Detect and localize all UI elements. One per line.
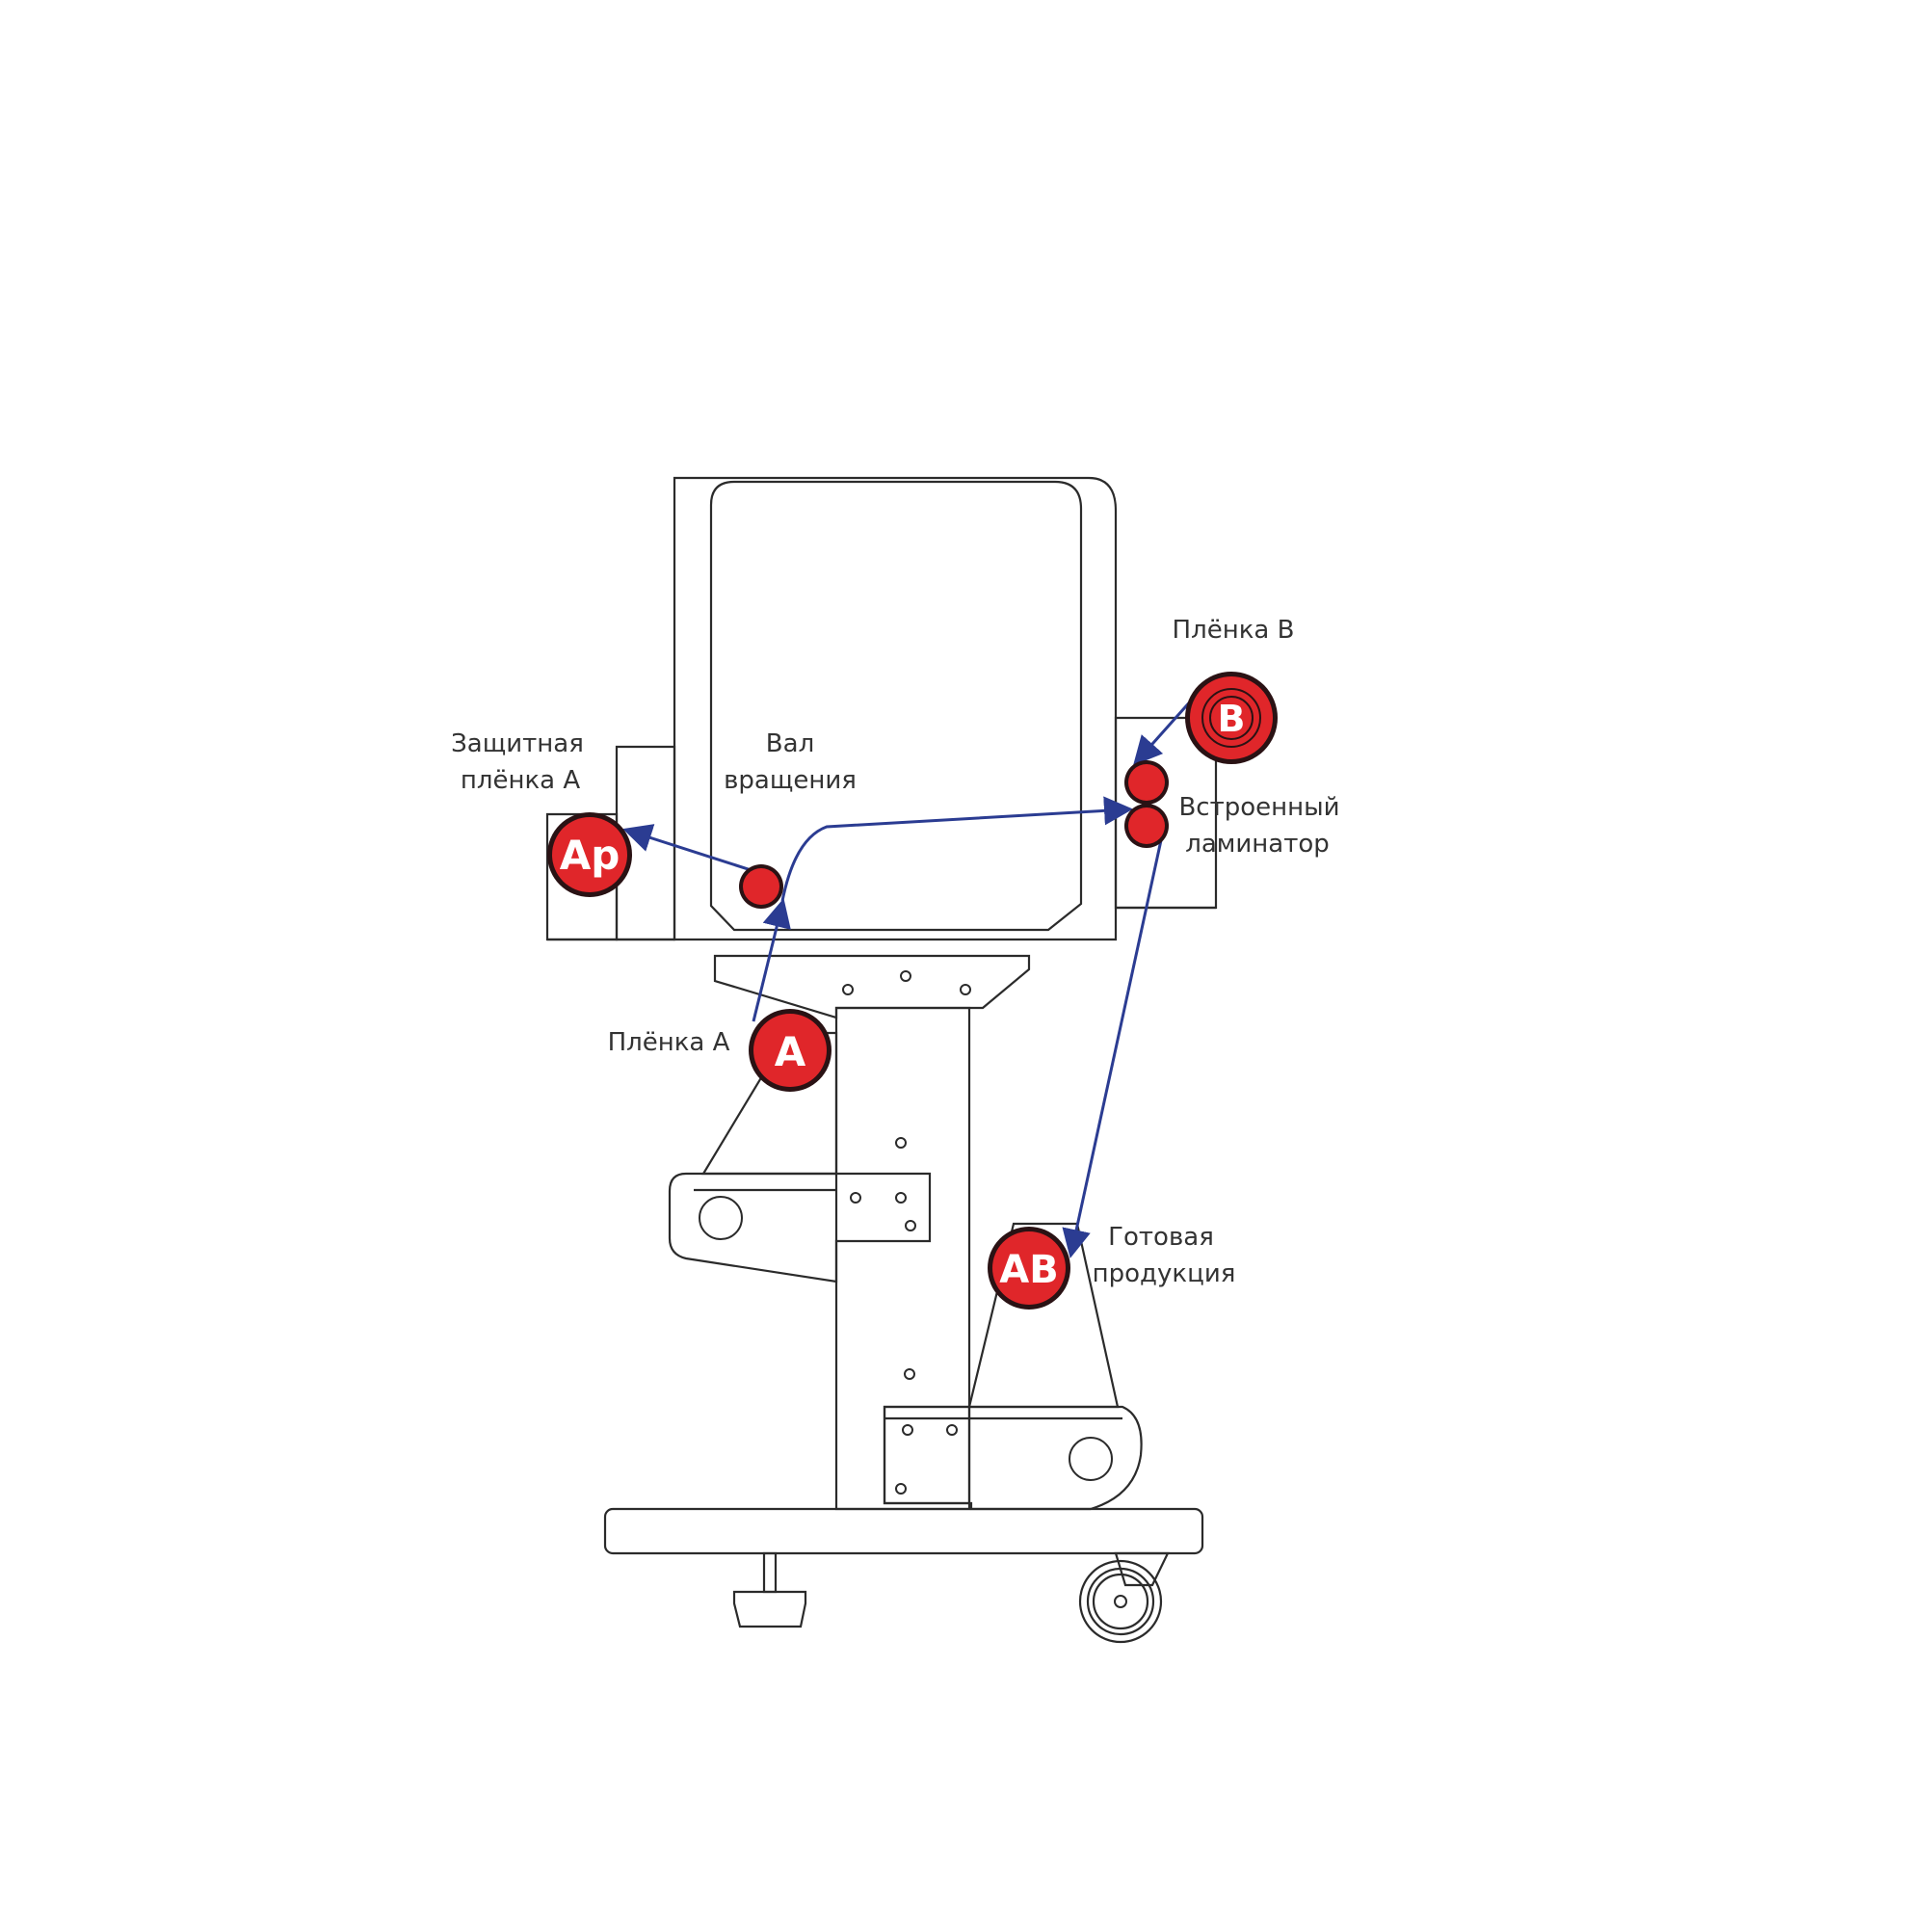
label-laminator-2: ламинатор [1185, 830, 1330, 859]
label-finished-1: Готовая [1108, 1223, 1214, 1252]
label-film-a: Плёнка A [608, 1028, 730, 1057]
badge-ab-text: AB [999, 1248, 1058, 1292]
roll-film-b: B [1185, 672, 1278, 764]
laminator-housing [1114, 716, 1218, 910]
path-to-laminator [780, 796, 1133, 902]
badge-ap-text: Ap [560, 832, 620, 879]
cabinet-window [709, 480, 1083, 932]
path-finished [1062, 839, 1163, 1258]
label-rotation-shaft-1: Вал [766, 729, 814, 758]
path-protective-film [622, 824, 767, 877]
machine-frame [545, 476, 1218, 1644]
roll-finished-product: AB [988, 1227, 1070, 1310]
label-finished-2: продукция [1093, 1259, 1236, 1288]
film-path [622, 698, 1195, 1258]
label-film-b: Плёнка B [1173, 616, 1295, 645]
rolls: Ap B A [547, 672, 1278, 1310]
labels: Защитная плёнка A Вал вращения Плёнка B … [451, 616, 1339, 1288]
label-laminator-1: Встроенный [1178, 793, 1339, 822]
left-arm [668, 1172, 932, 1284]
right-arm-bearing [1069, 1437, 1113, 1481]
base-plate [603, 1507, 1204, 1555]
label-protective-film-a-1: Защитная [451, 729, 584, 758]
leveling-foot [732, 1551, 807, 1628]
left-arm-bearing [699, 1196, 743, 1240]
upper-cabinet [673, 476, 1118, 941]
path-film-b [1133, 698, 1195, 766]
badge-a-text: A [775, 1028, 806, 1075]
rotation-shaft-roll [739, 864, 783, 909]
label-rotation-shaft-2: вращения [724, 766, 857, 795]
laminator-rolls [1124, 760, 1169, 848]
label-protective-film-a-2: плёнка A [461, 766, 581, 795]
roll-protective-film-a: Ap [547, 812, 632, 897]
badge-b-text: B [1218, 698, 1246, 740]
roll-film-a: A [749, 1009, 832, 1092]
caster-wheel [1078, 1551, 1170, 1644]
path-film-a-up [752, 898, 791, 1022]
